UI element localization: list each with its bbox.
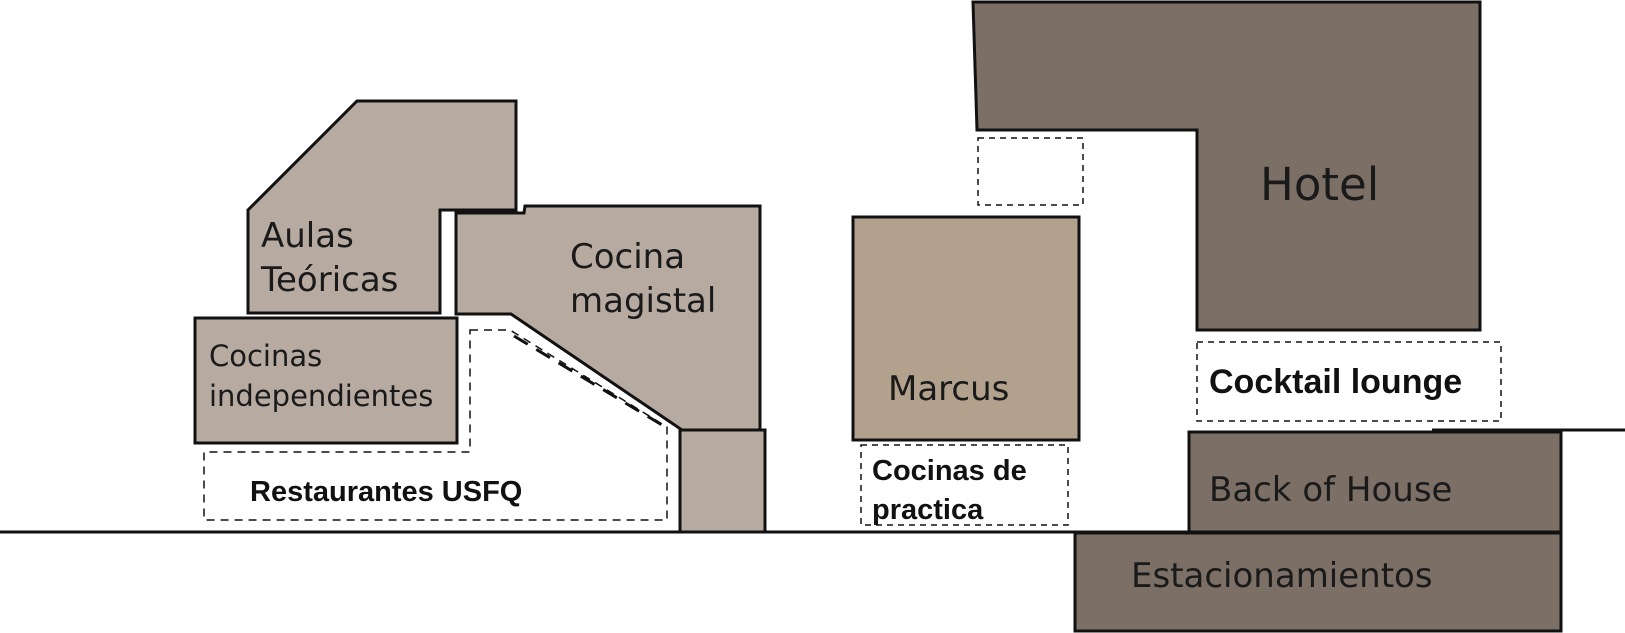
cocinas-practica-outline	[860, 444, 1069, 526]
empty-dashed-box	[977, 137, 1084, 206]
restaurantes-usfq-outline	[203, 329, 668, 521]
hotel-building	[971, 0, 1482, 332]
restaurantes-inner-dashed-edge	[513, 334, 663, 427]
aulas-teoricas-building	[246, 99, 518, 315]
back-of-house-building	[1187, 430, 1563, 534]
cocinas-practica-label-line1: Cocinas de	[872, 455, 1027, 487]
cocinas-independientes-label-line2: independientes	[209, 379, 433, 413]
aulas-teoricas-label-line1: Aulas	[261, 216, 354, 256]
cocinas-practica-label-line2: practica	[872, 494, 984, 526]
back-of-house-label: Back of House	[1209, 470, 1452, 510]
aulas-teoricas-label-line2: Teóricas	[260, 260, 398, 300]
cocina-magistral-annex	[678, 428, 767, 534]
estacionamientos-building	[1073, 531, 1563, 633]
cocktail-lounge-outline	[1196, 341, 1502, 422]
hotel-label: Hotel	[1260, 158, 1379, 211]
cocktail-lounge-label: Cocktail lounge	[1209, 363, 1462, 401]
restaurantes-usfq-label: Restaurantes USFQ	[250, 476, 522, 508]
marcus-label: Marcus	[888, 369, 1009, 409]
cocinas-independientes-label-line1: Cocinas	[209, 339, 322, 373]
cocinas-independientes-building	[193, 316, 459, 445]
estacionamientos-label: Estacionamientos	[1131, 556, 1433, 596]
marcus-building	[851, 215, 1081, 442]
cocina-magistral-label-line1: Cocina	[570, 237, 685, 277]
cocina-magistral-label-line2: magistal	[570, 281, 716, 321]
